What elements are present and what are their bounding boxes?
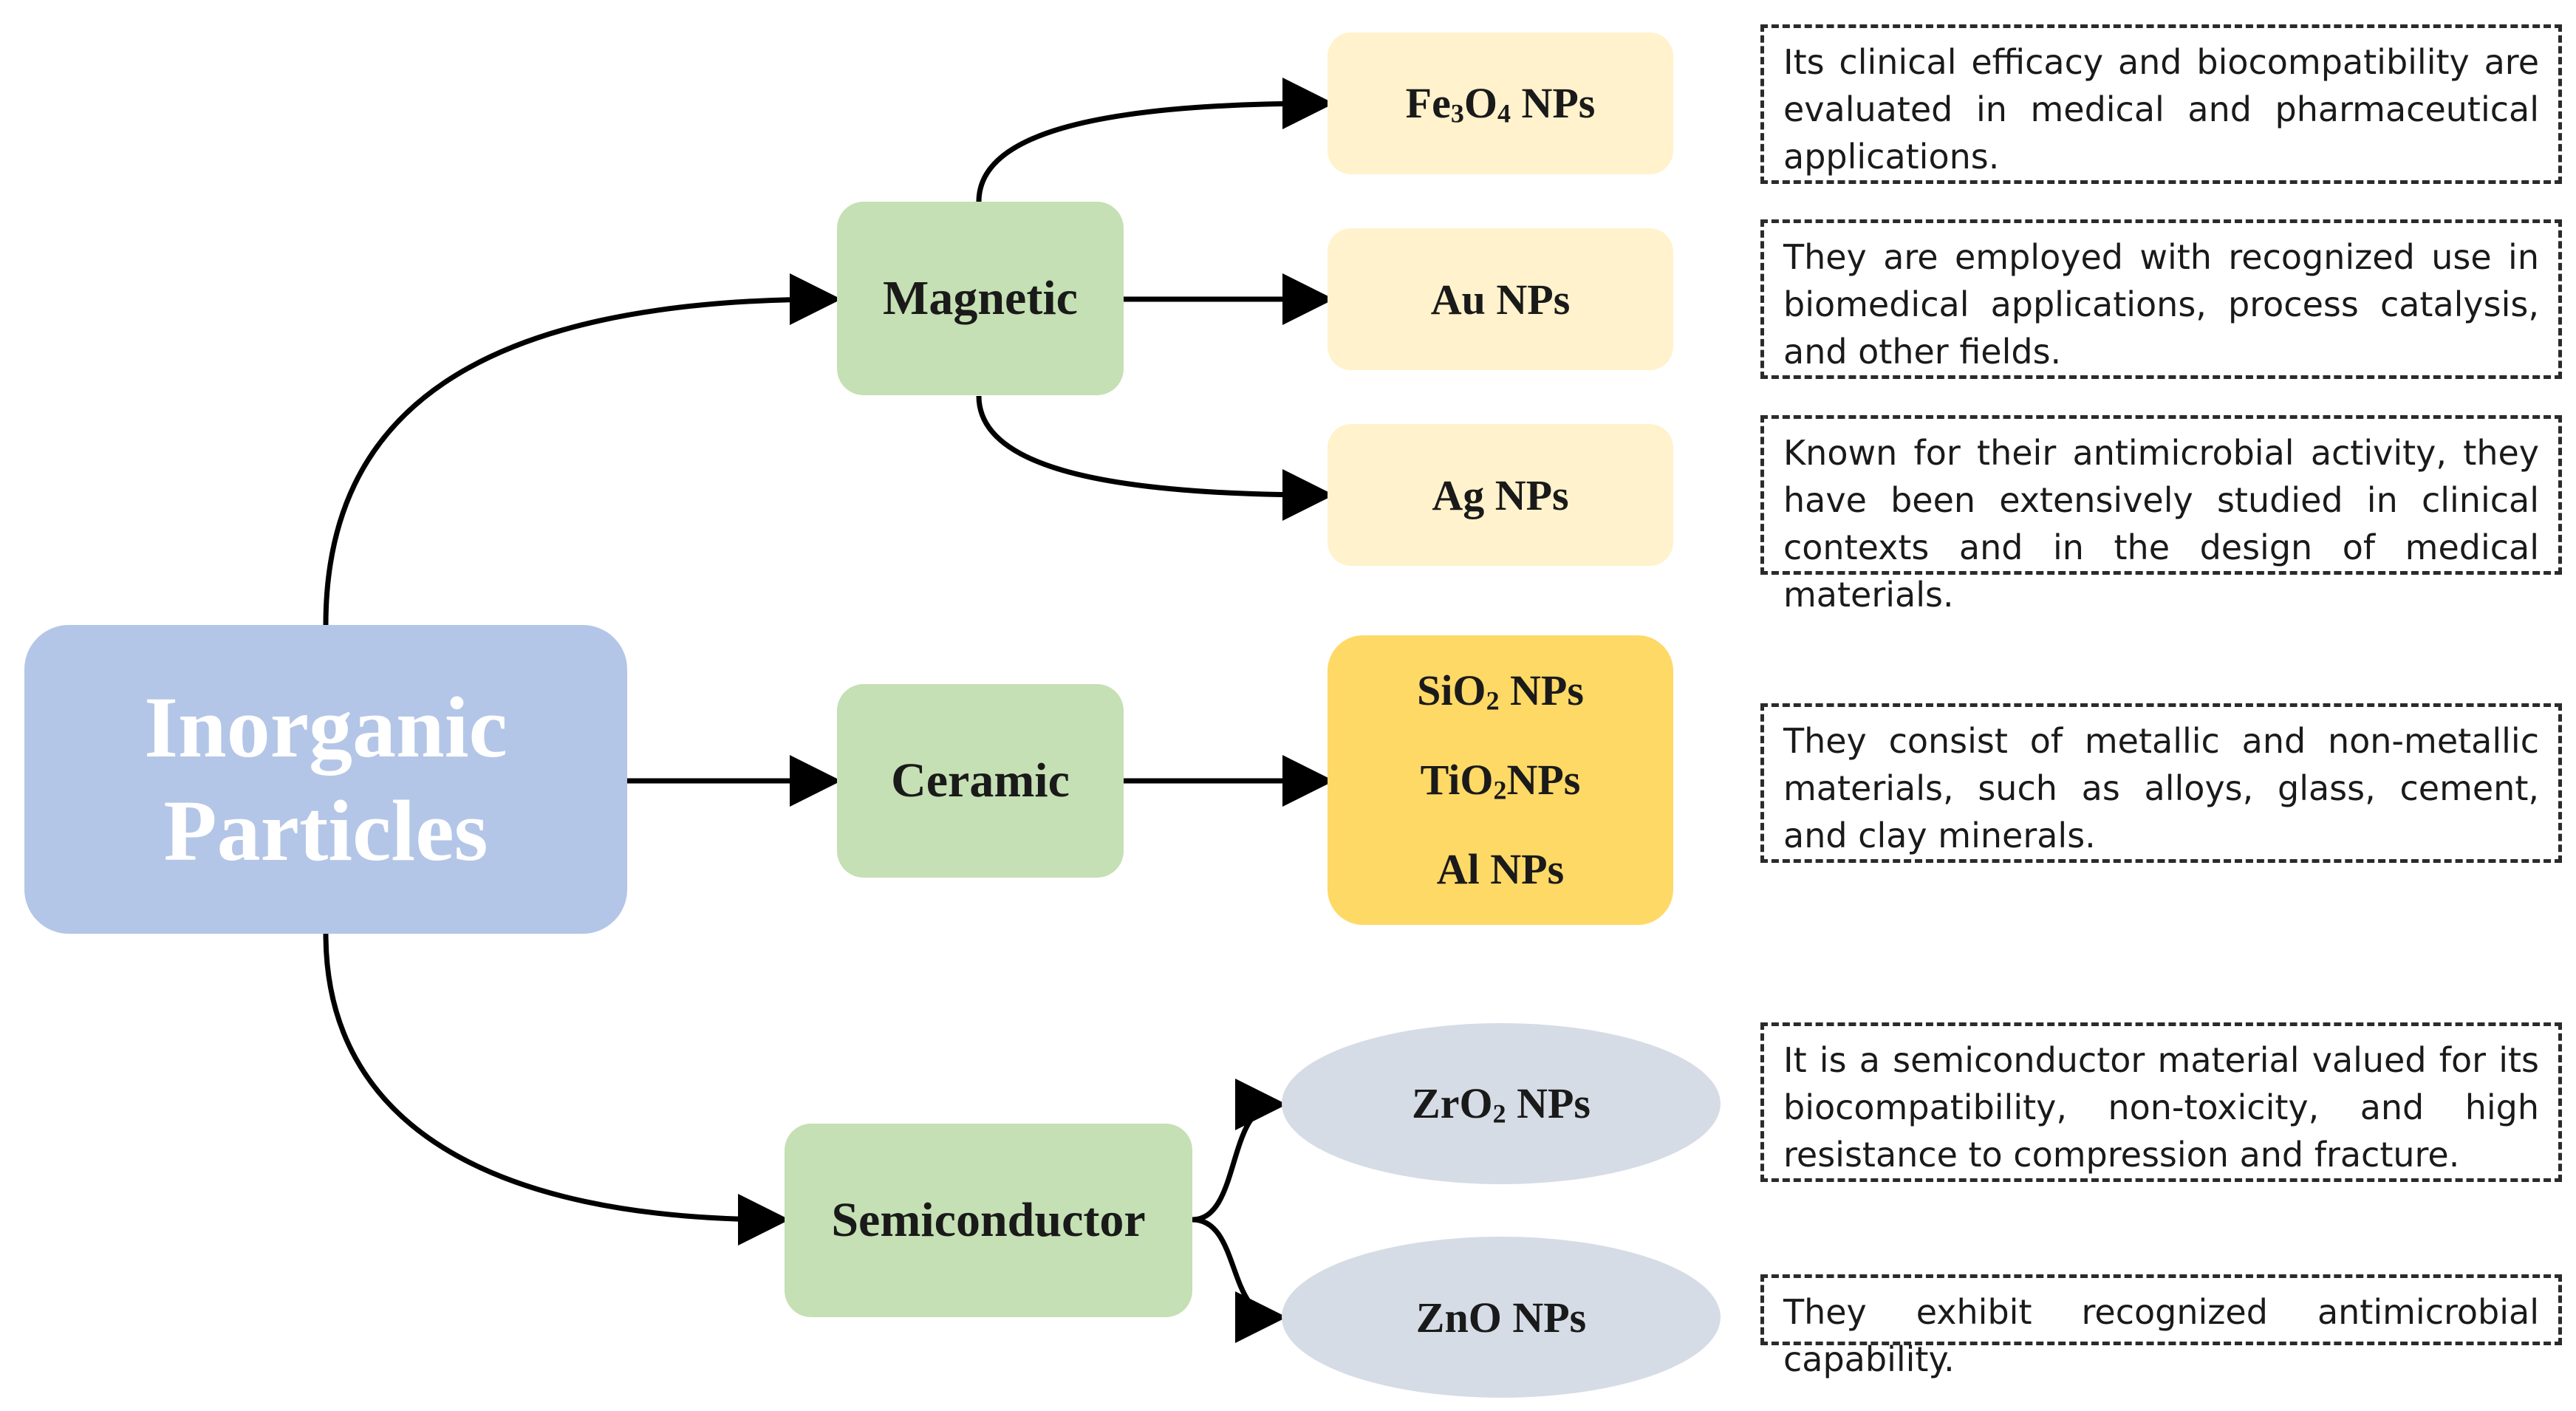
note-au-text: They are employed with recognized use in… [1783, 237, 2539, 372]
inorganic-particles-root: Inorganic Particles [24, 625, 627, 934]
np-tio2-label: TiO2NPs [1420, 756, 1581, 805]
category-semiconductor-label: Semiconductor [831, 1193, 1146, 1247]
arrow-root-to-semiconductor [323, 933, 790, 1246]
np-zro2-label: ZrO2 NPs [1412, 1079, 1591, 1129]
np-zno-label: ZnO NPs [1415, 1293, 1587, 1342]
note-zno: They exhibit recognized antimicrobial ca… [1760, 1274, 2562, 1379]
arrow-magnetic-to-ag [976, 395, 1334, 521]
arrow-magnetic-to-fe3o4 [976, 78, 1334, 202]
category-magnetic-label: Magnetic [883, 271, 1078, 325]
root-title-line2: Particles [163, 782, 488, 879]
np-fe3o4-label: Fe3O4 NPs [1405, 78, 1596, 129]
category-semiconductor: Semiconductor [785, 1124, 1192, 1317]
np-sio2-label: SiO2 NPs [1417, 666, 1584, 715]
note-zro2-text: It is a semiconductor material valued fo… [1783, 1040, 2539, 1175]
note-zno-text: They exhibit recognized antimicrobial ca… [1783, 1292, 2539, 1379]
note-zro2: It is a semiconductor material valued fo… [1760, 1022, 2562, 1182]
category-ceramic: Ceramic [837, 684, 1124, 878]
category-ceramic-label: Ceramic [891, 754, 1070, 807]
np-fe3o4: Fe3O4 NPs [1328, 33, 1673, 174]
note-ceramic-text: They consist of metallic and non-metalli… [1783, 721, 2539, 855]
np-au: Au NPs [1328, 228, 1673, 370]
note-fe3o4: Its clinical efficacy and biocompatibili… [1760, 24, 2562, 184]
np-ag: Ag NPs [1328, 424, 1673, 566]
note-ag: Known for their antimicrobial activity, … [1760, 415, 2562, 615]
root-title-line1: Inorganic [144, 679, 508, 776]
category-magnetic: Magnetic [837, 202, 1124, 395]
np-ag-label: Ag NPs [1432, 471, 1569, 519]
note-fe3o4-text: Its clinical efficacy and biocompatibili… [1783, 42, 2539, 177]
np-ceramic-group: SiO2 NPs TiO2NPs Al NPs [1328, 635, 1673, 925]
np-au-label: Au NPs [1430, 275, 1571, 324]
arrow-semiconductor-to-zro2 [1192, 1079, 1287, 1223]
arrow-semiconductor-to-zno [1192, 1217, 1287, 1343]
note-au: They are employed with recognized use in… [1760, 219, 2562, 379]
np-al-label: Al NPs [1436, 845, 1565, 894]
arrow-root-to-magnetic [323, 273, 841, 626]
np-zro2: ZrO2 NPs [1282, 1023, 1721, 1184]
np-zno: ZnO NPs [1282, 1237, 1721, 1398]
note-ceramic: They consist of metallic and non-metalli… [1760, 703, 2562, 863]
note-ag-text: Known for their antimicrobial activity, … [1783, 433, 2539, 615]
